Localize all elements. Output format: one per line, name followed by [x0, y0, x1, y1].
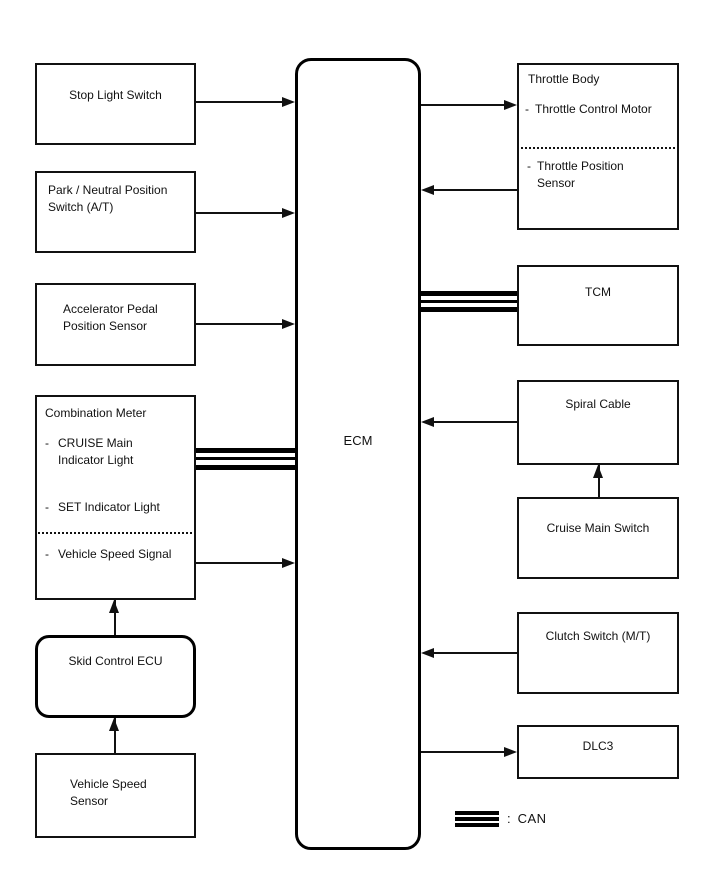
combination-meter-item-set-label: SET Indicator Light — [58, 500, 160, 514]
throttle-body-item-motor-label: Throttle Control Motor — [535, 102, 652, 116]
clutch-switch-box: Clutch Switch (M/T) — [517, 612, 679, 694]
arrowhead-left-icon — [421, 185, 434, 195]
spiral-cable-label: Spiral Cable — [565, 397, 631, 411]
legend-separator: : — [507, 811, 511, 826]
clutch-switch-label: Clutch Switch (M/T) — [545, 629, 651, 643]
tcm-box: TCM — [517, 265, 679, 346]
arrowhead-left-icon — [421, 648, 434, 658]
arrowhead-right-icon — [282, 319, 295, 329]
park-neutral-position-switch-label: Park / Neutral Position Switch (A/T) — [48, 183, 168, 214]
skid-control-ecu-label: Skid Control ECU — [68, 654, 163, 668]
combination-meter-box: Combination Meter - CRUISE Main Indicato… — [35, 395, 196, 600]
spiral-cable-box: Spiral Cable — [517, 380, 679, 465]
throttle-body-item-position-sensor-label: Throttle Position Sensor — [537, 159, 624, 190]
park-neutral-position-switch-box: Park / Neutral Position Switch (A/T) — [35, 171, 196, 253]
can-triple-line-icon — [455, 811, 499, 829]
cruise-main-switch-label: Cruise Main Switch — [546, 521, 650, 535]
stop-light-switch-label: Stop Light Switch — [69, 88, 162, 102]
dlc3-label: DLC3 — [582, 739, 614, 753]
arrowhead-left-icon — [421, 417, 434, 427]
arrowhead-up-icon — [109, 718, 119, 731]
arrowhead-right-icon — [282, 208, 295, 218]
cruise-main-switch-box: Cruise Main Switch — [517, 497, 679, 579]
throttle-body-item-motor: - Throttle Control Motor — [525, 101, 675, 118]
vehicle-speed-sensor-label: Vehicle Speed Sensor — [70, 777, 147, 808]
arrowhead-right-icon — [504, 747, 517, 757]
arrowhead-right-icon — [282, 558, 295, 568]
ecm-label: ECM — [343, 433, 373, 448]
accelerator-pedal-position-sensor-box: Accelerator Pedal Position Sensor — [35, 283, 196, 366]
skid-control-ecu-box: Skid Control ECU — [35, 635, 196, 718]
combination-meter-item-cruise-label: CRUISE Main Indicator Light — [58, 436, 134, 467]
throttle-body-item-position-sensor: - Throttle Position Sensor — [527, 158, 657, 192]
combination-meter-item-cruise: - CRUISE Main Indicator Light — [45, 435, 165, 469]
stop-light-switch-box: Stop Light Switch — [35, 63, 196, 145]
dlc3-box: DLC3 — [517, 725, 679, 779]
throttle-body-divider — [517, 147, 679, 149]
combination-meter-item-set: - SET Indicator Light — [45, 499, 185, 516]
arrowhead-up-icon — [109, 600, 119, 613]
can-legend: : CAN — [455, 808, 547, 829]
combination-meter-item-speed-signal-label: Vehicle Speed Signal — [58, 547, 172, 561]
accelerator-pedal-position-sensor-label: Accelerator Pedal Position Sensor — [63, 302, 158, 333]
dash-bullet: - — [525, 102, 529, 116]
tcm-label: TCM — [585, 285, 611, 299]
vehicle-speed-sensor-box: Vehicle Speed Sensor — [35, 753, 196, 838]
arrowhead-right-icon — [504, 100, 517, 110]
dash-bullet: - — [527, 159, 531, 173]
throttle-body-label: Throttle Body — [528, 72, 600, 86]
combination-meter-label: Combination Meter — [45, 406, 147, 420]
ecm-box: ECM — [295, 58, 421, 850]
combination-meter-divider — [35, 532, 196, 534]
arrowhead-right-icon — [282, 97, 295, 107]
dash-bullet: - — [45, 547, 49, 561]
combination-meter-item-speed-signal: - Vehicle Speed Signal — [45, 546, 190, 563]
legend-can-label: CAN — [517, 811, 547, 826]
dash-bullet: - — [45, 500, 49, 514]
arrowhead-up-icon — [593, 465, 603, 478]
dash-bullet: - — [45, 436, 49, 450]
throttle-body-box: Throttle Body - Throttle Control Motor -… — [517, 63, 679, 230]
